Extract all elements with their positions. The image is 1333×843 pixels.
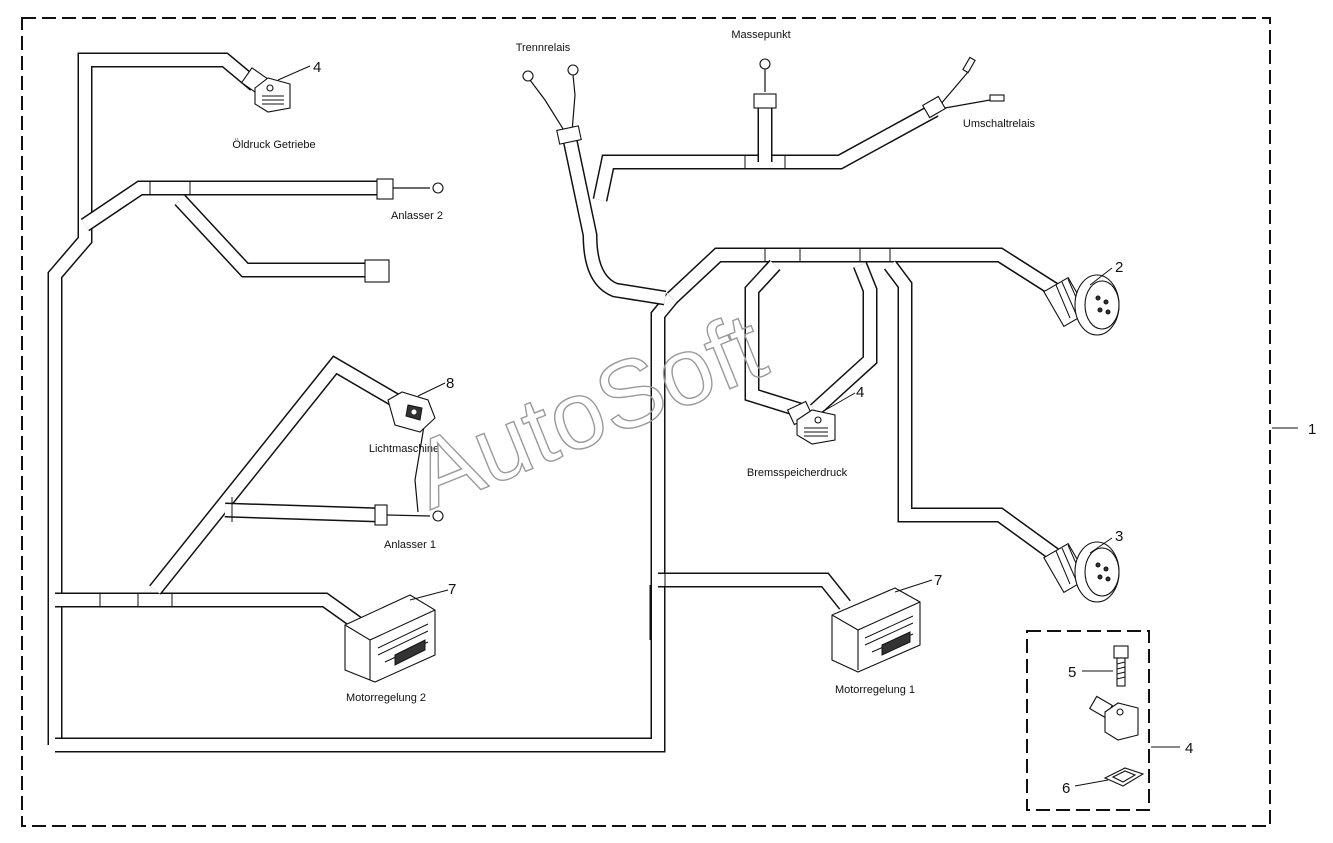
massepunkt-ring-terminal bbox=[759, 58, 771, 70]
watermark-autosoft: AutoSoft bbox=[398, 292, 780, 529]
massepunkt-sleeve bbox=[753, 93, 777, 109]
leader-lines bbox=[277, 65, 1298, 787]
label-lichtmaschine: Lichtmaschine bbox=[369, 443, 439, 455]
lichtmaschine-connector bbox=[387, 391, 436, 433]
label-anlasser-1: Anlasser 1 bbox=[384, 539, 436, 551]
anlasser2-ring-terminal bbox=[432, 182, 444, 194]
callout-7-right: 7 bbox=[934, 572, 942, 589]
assembly-frame bbox=[21, 17, 1271, 827]
wires bbox=[386, 68, 991, 517]
bolt-part bbox=[1113, 645, 1129, 687]
trennrelais-ring-terminal-1 bbox=[522, 70, 534, 82]
harness-left bbox=[47, 52, 678, 753]
callout-4-bremsspeicher: 4 bbox=[856, 384, 864, 401]
ring-terminals bbox=[432, 56, 1005, 522]
callout-4-kit: 4 bbox=[1185, 740, 1193, 757]
anlasser1-ring-terminal bbox=[432, 510, 444, 522]
harness-sleeves bbox=[364, 93, 947, 526]
umschaltrelais-pin-1 bbox=[962, 56, 976, 74]
oeldruck-connector bbox=[240, 67, 291, 113]
callout-7-left: 7 bbox=[448, 581, 456, 598]
umschaltrelais-pin-2 bbox=[989, 94, 1005, 102]
label-umschaltrelais: Umschaltrelais bbox=[963, 118, 1036, 130]
anlasser2-end-cap bbox=[364, 259, 390, 283]
harness-joints bbox=[99, 155, 891, 640]
label-anlasser-2: Anlasser 2 bbox=[391, 210, 443, 222]
label-trennrelais: Trennrelais bbox=[516, 42, 571, 54]
motorregelung1-connector bbox=[831, 587, 921, 673]
label-oeldruck-getriebe: Öldruck Getriebe bbox=[232, 139, 315, 151]
label-bremsspeicherdruck: Bremsspeicherdruck bbox=[747, 467, 848, 479]
round-connector-3 bbox=[1043, 541, 1120, 603]
callout-6: 6 bbox=[1062, 780, 1070, 797]
harness-right bbox=[562, 100, 1060, 610]
callout-1: 1 bbox=[1308, 421, 1316, 438]
kit-frame bbox=[1026, 630, 1150, 811]
label-massepunkt: Massepunkt bbox=[731, 29, 790, 41]
motorregelung2-connector bbox=[344, 594, 436, 683]
anlasser2-sleeve bbox=[376, 178, 394, 200]
umschaltrelais-sleeve bbox=[921, 95, 947, 119]
callout-2: 2 bbox=[1115, 259, 1123, 276]
anlasser1-sleeve bbox=[374, 504, 388, 526]
seal-part bbox=[1103, 767, 1145, 787]
bremsspeicher-connector bbox=[786, 400, 836, 445]
callout-8: 8 bbox=[446, 375, 454, 392]
callout-4-oeldruck: 4 bbox=[313, 59, 321, 76]
round-connector-2 bbox=[1043, 274, 1120, 336]
label-motorregelung-1: Motorregelung 1 bbox=[835, 684, 915, 696]
callout-3: 3 bbox=[1115, 528, 1123, 545]
kit-connector-part bbox=[1088, 695, 1139, 741]
trennrelais-ring-terminal-2 bbox=[567, 64, 579, 76]
trennrelais-sleeve bbox=[556, 125, 582, 145]
callout-5: 5 bbox=[1068, 664, 1076, 681]
label-motorregelung-2: Motorregelung 2 bbox=[346, 692, 426, 704]
